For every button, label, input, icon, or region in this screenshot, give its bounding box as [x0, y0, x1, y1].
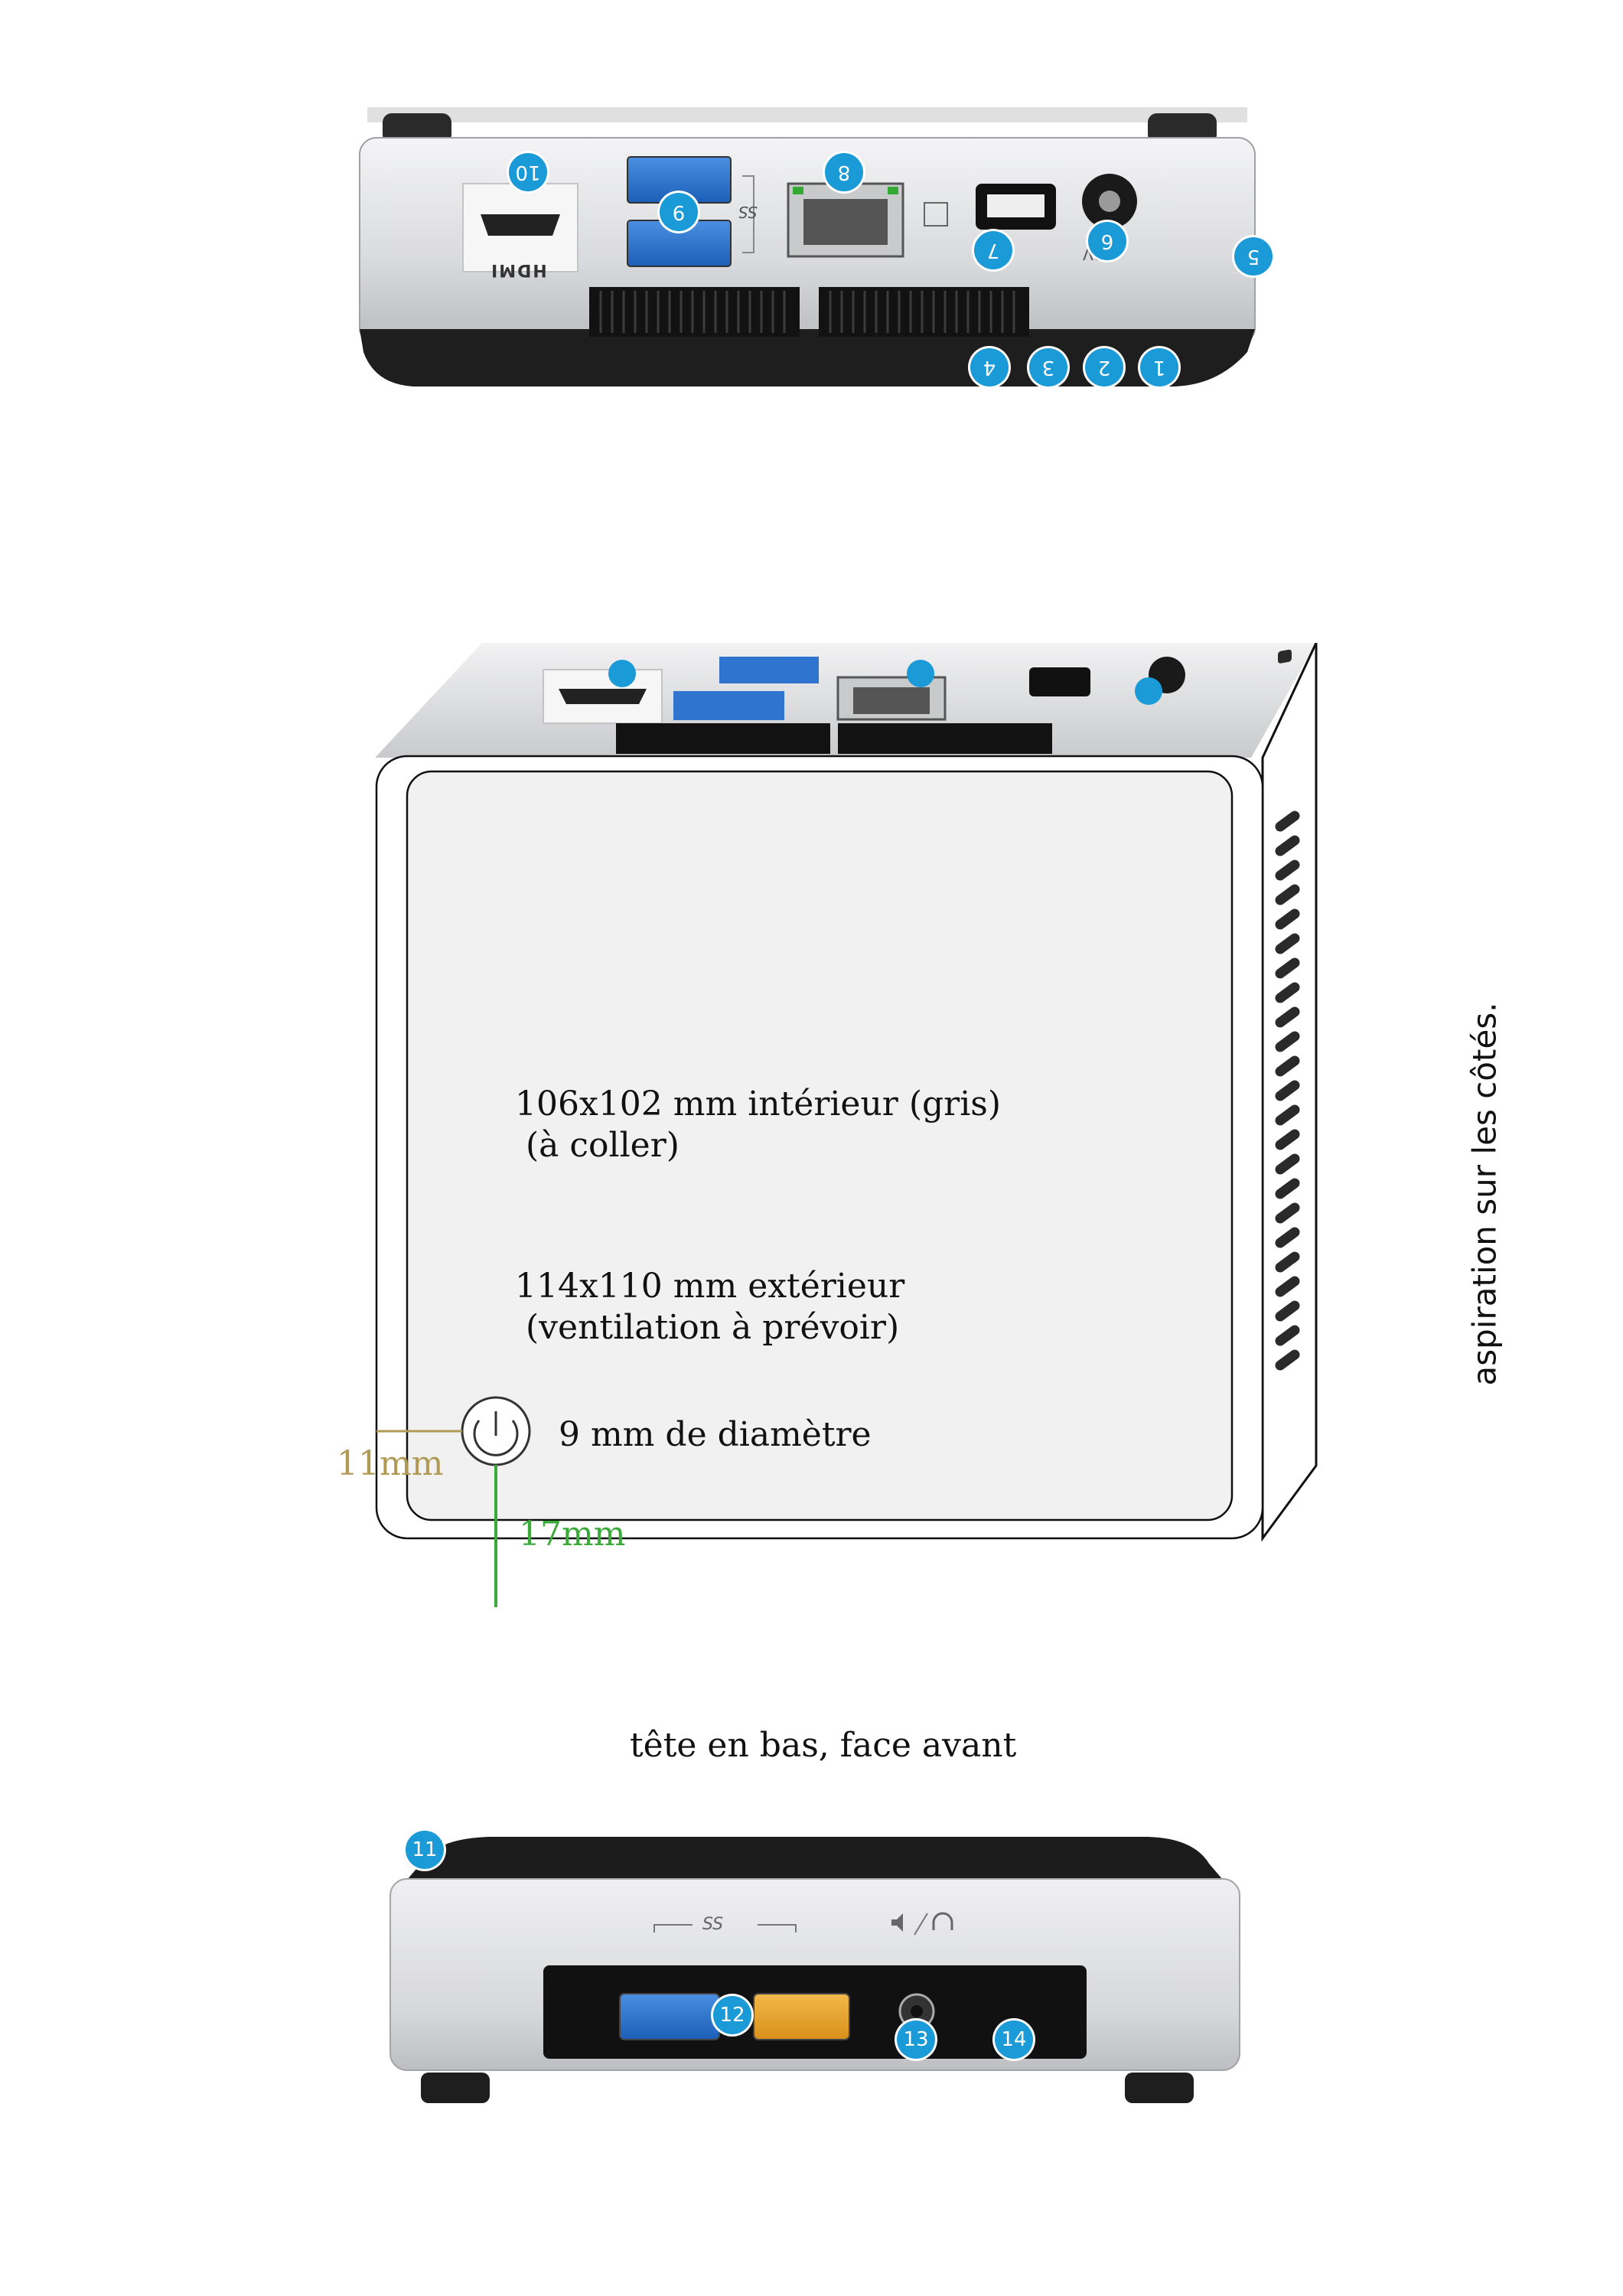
badge-13: 13	[897, 2020, 935, 2059]
front-ss-label: SS	[702, 1915, 724, 1934]
badge-9: 9	[660, 193, 698, 231]
front-panel-photo	[383, 1829, 1255, 2120]
inner-size-label: 106x102 mm intérieur (gris)	[515, 1084, 1002, 1124]
badge-6: 6	[1088, 222, 1126, 260]
outer-note-label: (ventilation à prévoir)	[526, 1308, 900, 1347]
badge-11: 11	[406, 1831, 444, 1869]
badge-1: 1	[1140, 348, 1178, 386]
outer-size-label: 114x110 mm extérieur	[515, 1267, 905, 1306]
hdmi-label: HDMI	[490, 260, 547, 279]
ss-label: SS	[738, 203, 758, 221]
badge-4: 4	[970, 348, 1009, 386]
button-diameter-label: 9 mm de diamètre	[559, 1415, 872, 1454]
back-panel-photo	[337, 99, 1278, 406]
badge-5: 5	[1234, 237, 1273, 276]
dimension-11mm-label: 11mm	[337, 1444, 444, 1483]
top-view-diagram	[329, 642, 1339, 1607]
badge-2: 2	[1085, 348, 1123, 386]
badge-6-top	[1135, 677, 1162, 705]
badge-7: 7	[974, 231, 1012, 269]
badge-8: 8	[825, 153, 863, 191]
badge-10-top	[608, 660, 636, 687]
badge-10: 10	[509, 153, 547, 191]
dimension-17mm-label: 17mm	[519, 1515, 626, 1554]
side-note-label: aspiration sur les côtés.	[1465, 1002, 1504, 1386]
badge-12: 12	[713, 1996, 751, 2034]
caption-label: tête en bas, face avant	[630, 1726, 1017, 1765]
badge-8-top	[907, 660, 934, 687]
inner-note-label: (à coller)	[526, 1126, 680, 1165]
badge-3: 3	[1029, 348, 1067, 386]
badge-14: 14	[995, 2020, 1033, 2059]
